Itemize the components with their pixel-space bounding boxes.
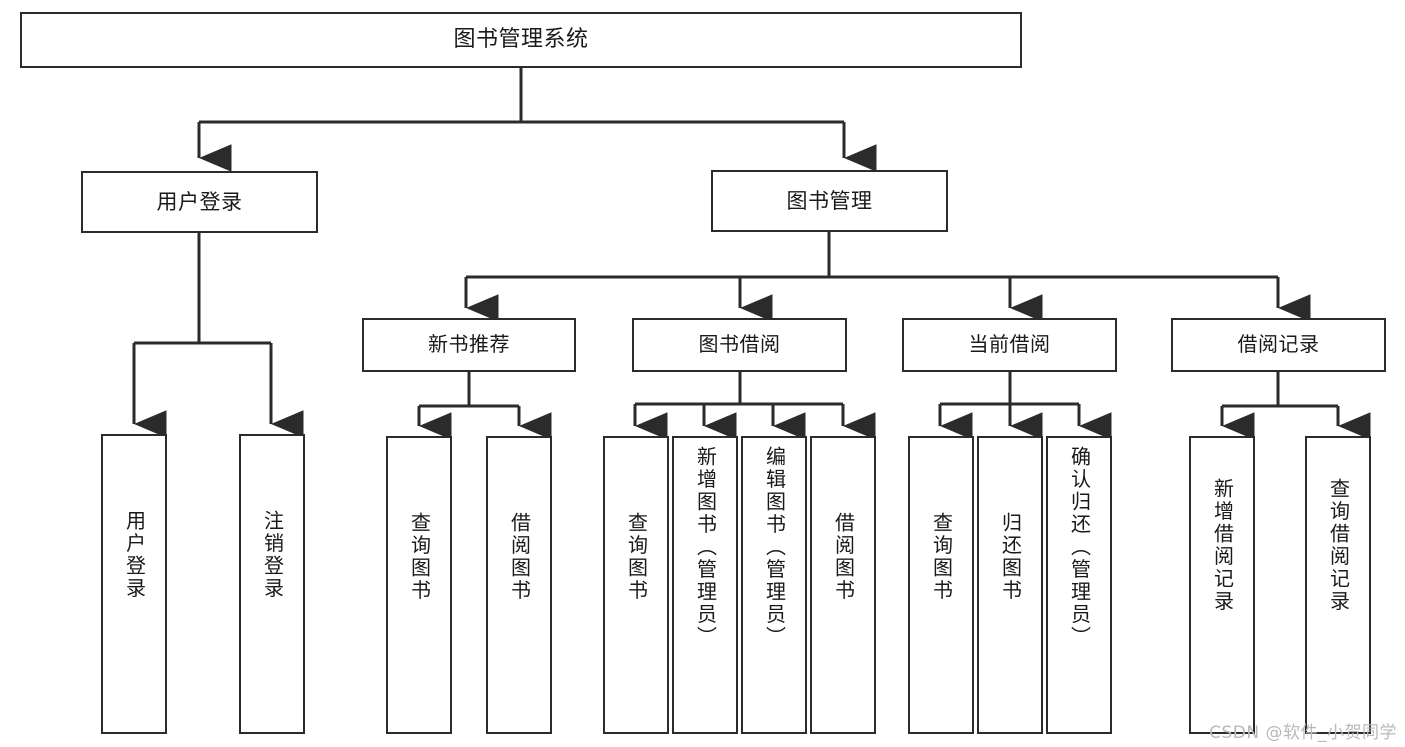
node-borrow-record[interactable]: 借阅记录 <box>1171 318 1386 372</box>
node-user-login[interactable]: 用户登录 <box>81 171 318 233</box>
node-leaf-query-book-current[interactable]: 查询图书 <box>908 436 974 734</box>
node-label: 新增借阅记录 <box>1210 478 1235 613</box>
node-book-management[interactable]: 图书管理 <box>711 170 948 232</box>
node-leaf-user-login[interactable]: 用户登录 <box>101 434 167 734</box>
node-label: 借阅图书 <box>507 512 532 602</box>
node-label: 图书借阅 <box>698 332 781 357</box>
node-label: 图书管理系统 <box>453 27 589 53</box>
node-leaf-confirm-return-admin[interactable]: 确认归还（管理员） <box>1046 436 1112 734</box>
node-label: 归还图书 <box>998 512 1023 602</box>
node-leaf-borrow-book[interactable]: 借阅图书 <box>810 436 876 734</box>
node-label: 借阅记录 <box>1237 332 1320 357</box>
node-leaf-query-book-recommend[interactable]: 查询图书 <box>386 436 452 734</box>
node-label: 查询借阅记录 <box>1326 478 1351 613</box>
node-label: 图书管理 <box>786 188 873 213</box>
node-label: 借阅图书 <box>831 512 856 602</box>
node-label: 编辑图书（管理员） <box>762 446 787 649</box>
node-leaf-user-logout[interactable]: 注销登录 <box>239 434 305 734</box>
node-leaf-add-book-admin[interactable]: 新增图书（管理员） <box>672 436 738 734</box>
node-label: 查询图书 <box>929 512 954 602</box>
csdn-watermark: CSDN @软件_小贺同学 <box>1209 723 1397 743</box>
node-label: 新增图书（管理员） <box>693 446 718 649</box>
node-book-borrow[interactable]: 图书借阅 <box>632 318 847 372</box>
node-new-book-recommend[interactable]: 新书推荐 <box>362 318 576 372</box>
node-root-book-management-system[interactable]: 图书管理系统 <box>20 12 1022 68</box>
node-leaf-borrow-book-recommend[interactable]: 借阅图书 <box>486 436 552 734</box>
node-label: 新书推荐 <box>428 332 510 357</box>
node-label: 用户登录 <box>122 510 147 600</box>
node-label: 注销登录 <box>260 510 285 600</box>
node-leaf-query-book-borrow[interactable]: 查询图书 <box>603 436 669 734</box>
node-leaf-query-borrow-record[interactable]: 查询借阅记录 <box>1305 436 1371 734</box>
node-label: 查询图书 <box>407 512 432 602</box>
node-label: 查询图书 <box>624 512 649 602</box>
node-leaf-add-borrow-record[interactable]: 新增借阅记录 <box>1189 436 1255 734</box>
node-label: 确认归还（管理员） <box>1067 446 1092 649</box>
node-label: 用户登录 <box>156 189 243 214</box>
node-current-borrow[interactable]: 当前借阅 <box>902 318 1117 372</box>
node-leaf-return-book[interactable]: 归还图书 <box>977 436 1043 734</box>
node-leaf-edit-book-admin[interactable]: 编辑图书（管理员） <box>741 436 807 734</box>
node-label: 当前借阅 <box>968 332 1051 357</box>
